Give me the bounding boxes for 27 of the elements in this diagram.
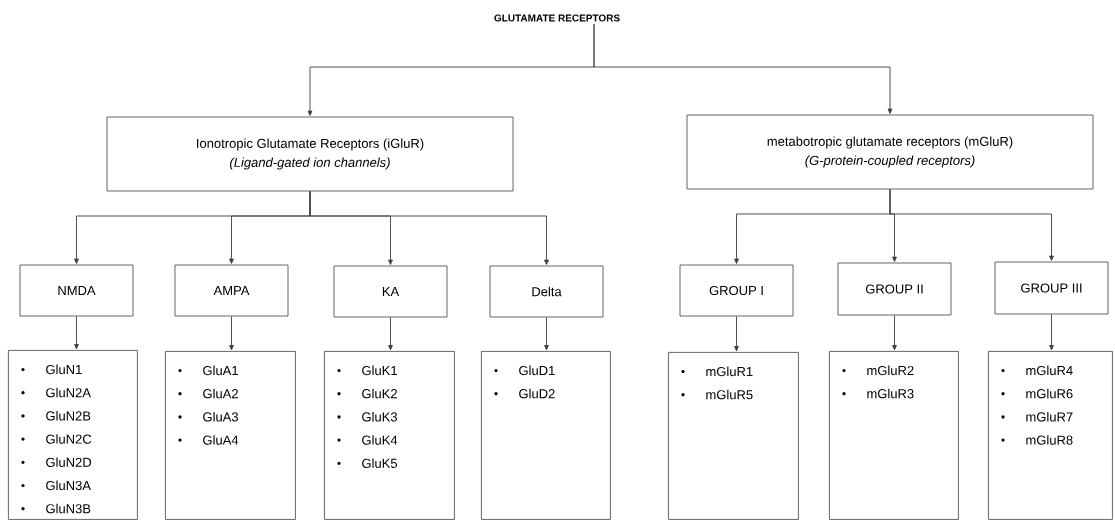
category-box: Ionotropic Glutamate Receptors (iGluR) (Ligand-gated ion channels) xyxy=(106,116,514,192)
subunit-list: GluN1 GluN2A GluN2B GluN2C GluN2D GluN3A GluN3B xyxy=(8,350,138,520)
category-box: NMDA xyxy=(19,264,134,317)
category-box: Delta xyxy=(489,265,604,318)
arrow xyxy=(889,188,1054,261)
category-box: GROUP I xyxy=(679,264,794,317)
subunit-list: mGluR1 mGluR5 xyxy=(668,352,799,520)
arrow xyxy=(309,190,549,265)
subunit-list: GluA1 GluA2 GluA3 GluA4 xyxy=(165,351,296,520)
category-box: metabotropic glutamate receptors (mGluR) (G-protein-coupled receptors) xyxy=(686,114,1094,190)
category-box: KA xyxy=(333,265,448,318)
arrow xyxy=(74,315,79,350)
heading: GLUTAMATE RECEPTORS xyxy=(494,14,620,22)
arrow xyxy=(388,316,393,351)
category-box: AMPA xyxy=(174,264,289,317)
arrow xyxy=(544,316,549,351)
arrow xyxy=(892,314,897,351)
arrow xyxy=(229,315,234,351)
arrow xyxy=(593,23,893,114)
subunit-list: GluK1 GluK2 GluK3 GluK4 GluK5 xyxy=(324,351,455,520)
subunit-list: mGluR4 mGluR6 mGluR7 mGluR8 xyxy=(988,351,1113,520)
subunit-list: mGluR2 mGluR3 xyxy=(829,351,959,520)
arrow xyxy=(734,315,739,352)
subunit-list: GluD1 GluD2 xyxy=(481,351,611,520)
category-box: GROUP II xyxy=(837,262,952,316)
arrow xyxy=(1049,313,1054,351)
category-box: GROUP III xyxy=(994,261,1109,315)
